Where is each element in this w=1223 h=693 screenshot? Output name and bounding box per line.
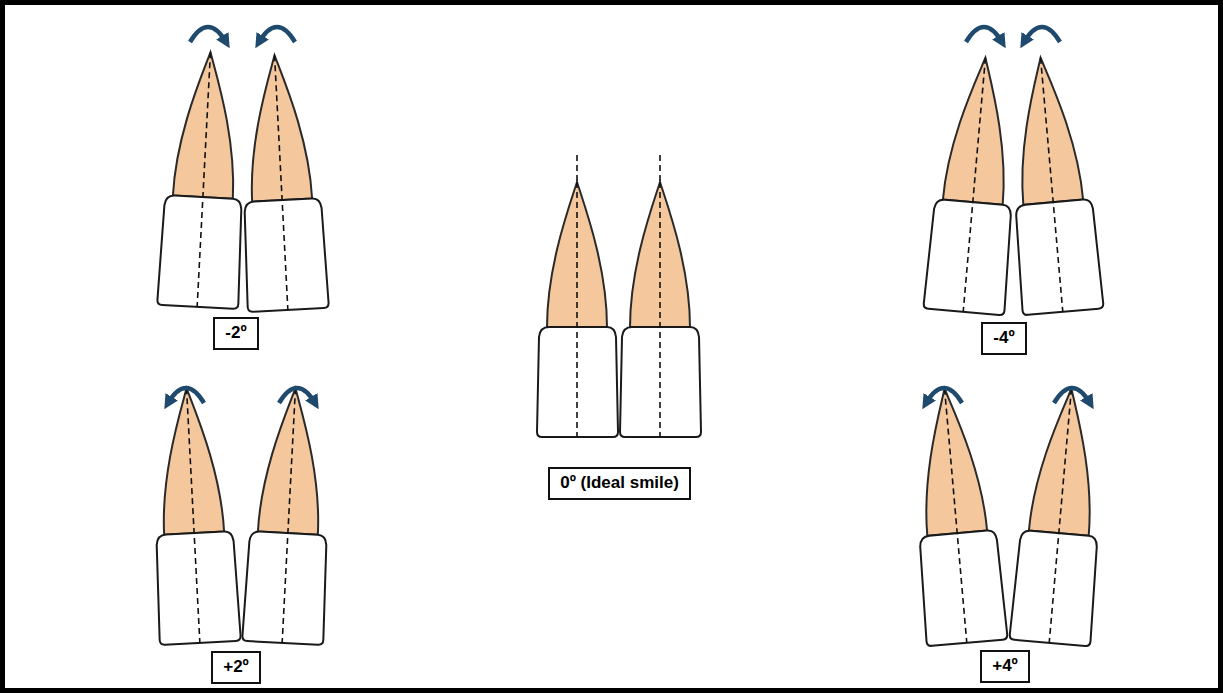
angle-label-box: +4º [980,650,1030,683]
angle-label-box: 0º (Ideal smile) [548,467,691,500]
angle-label-box: -4º [981,322,1027,355]
angle-label: 0º (Ideal smile) [560,473,679,493]
angle-label-box: +2º [211,651,261,684]
angle-label: -4º [993,328,1014,348]
angle-label: +4º [992,656,1018,676]
angle-label: +2º [223,657,249,677]
angle-label-box: -2º [213,317,259,350]
angle-label: -2º [225,323,246,343]
